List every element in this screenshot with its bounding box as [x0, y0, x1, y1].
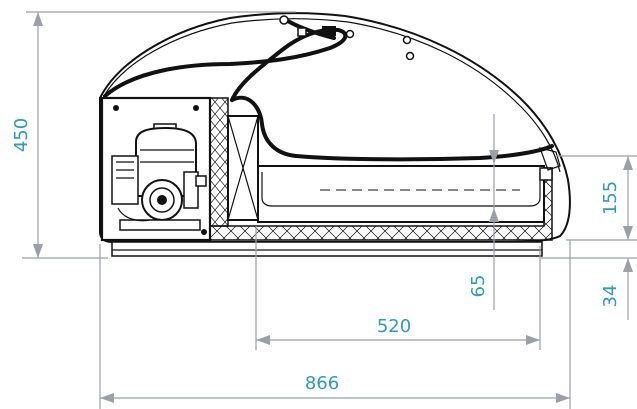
dim-label-34: 34: [600, 285, 621, 308]
dim-label-155: 155: [600, 181, 621, 215]
dome-fitting-1: [279, 15, 289, 25]
compressor-assembly: [111, 123, 207, 231]
dome-fitting-4: [405, 51, 415, 61]
dimensions: 450 155 34 65 520 866: [11, 11, 637, 409]
arrow-65-top: [489, 150, 499, 164]
refrigerant-tube-right: [284, 18, 336, 40]
dim-label-450: 450: [11, 118, 32, 152]
display-pan: [261, 172, 541, 207]
refrigerant-tube-lower: [230, 95, 554, 162]
dim-label-520: 520: [377, 316, 411, 337]
arrow-155-top: [623, 156, 633, 170]
screw-bottom-right: [201, 229, 207, 235]
screw-top-left: [113, 105, 119, 111]
dome-fitting-3: [402, 35, 412, 45]
display-unit-side-view: [99, 12, 571, 257]
arrow-866-left: [100, 393, 114, 403]
dome-connector: [322, 26, 336, 36]
dim-label-866: 866: [305, 373, 339, 394]
arrow-520-right: [526, 335, 540, 345]
arrow-520-left: [256, 335, 270, 345]
dome-connector-small: [297, 27, 307, 37]
dome-inner-line: [103, 18, 561, 173]
insulation-wall: [209, 97, 229, 227]
arrow-34-top: [623, 258, 633, 272]
arrow-155-bottom: [623, 226, 633, 240]
arrow-65-bottom: [489, 208, 499, 222]
arrow-450-bottom: [33, 244, 43, 258]
base-plate: [111, 241, 543, 257]
arrow-450-top: [33, 12, 43, 26]
pan-lip-right: [539, 167, 553, 181]
screw-top-right: [193, 105, 199, 111]
display-well: [257, 165, 545, 223]
arrow-866-right: [556, 393, 570, 403]
dome-fitting-2: [345, 29, 355, 39]
refrigerant-tube: [103, 27, 348, 102]
partition-diagonal-2: [227, 115, 259, 221]
front-lip: [539, 147, 561, 171]
dim-label-65: 65: [468, 275, 489, 298]
